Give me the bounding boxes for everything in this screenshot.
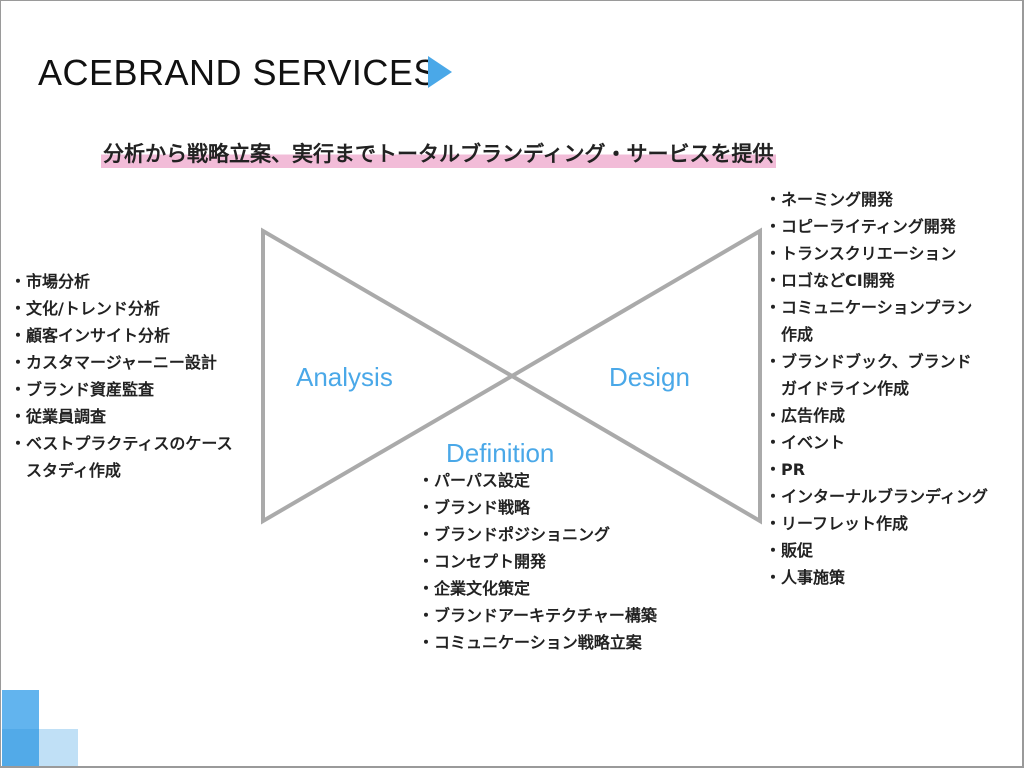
design-label: Design	[609, 362, 690, 392]
design-list-item: 販促	[765, 537, 988, 564]
design-list-item: 人事施策	[765, 564, 988, 591]
definition-list-item: ブランド戦略	[418, 494, 657, 521]
slide-subtitle: 分析から戦略立案、実行までトータルブランディング・サービスを提供	[101, 138, 776, 168]
definition-label: Definition	[446, 438, 555, 468]
design-list-item: ガイドライン作成	[781, 379, 910, 398]
analysis-list-item: ベストプラクティスのケース	[10, 430, 233, 457]
design-list-item: PR	[765, 456, 988, 483]
definition-list: パーパス設定ブランド戦略ブランドポジショニングコンセプト開発企業文化策定ブランド…	[418, 467, 657, 656]
slide-title: ACEBRAND SERVICES	[38, 52, 438, 93]
analysis-list: 市場分析文化/トレンド分析顧客インサイト分析カスタマージャーニー設計ブランド資産…	[10, 268, 233, 484]
analysis-list-item: 顧客インサイト分析	[10, 322, 233, 349]
definition-list-item: 企業文化策定	[418, 575, 657, 602]
decor-square-light	[39, 729, 78, 766]
decor-square-overlap	[2, 729, 39, 766]
design-list-item: 広告作成	[765, 402, 988, 429]
analysis-list-item: 市場分析	[10, 268, 233, 295]
analysis-list-item: カスタマージャーニー設計	[10, 349, 233, 376]
definition-list-item: ブランドアーキテクチャー構築	[418, 602, 657, 629]
definition-list-item: パーパス設定	[418, 467, 657, 494]
design-list-item: ロゴなどCI開発	[765, 267, 988, 294]
analysis-list-item: ブランド資産監査	[10, 376, 233, 403]
design-list-item: リーフレット作成	[765, 510, 988, 537]
bowtie-left-triangle	[261, 227, 516, 525]
analysis-list-item: スタディ作成	[26, 461, 121, 480]
definition-list-item: コミュニケーション戦略立案	[418, 629, 657, 656]
design-list-item: コピーライティング開発	[765, 213, 988, 240]
design-list-item: 作成	[781, 325, 814, 344]
design-list-item: インターナルブランディング	[765, 483, 988, 510]
analysis-label: Analysis	[296, 362, 393, 392]
design-list-item: コミュニケーションプラン	[765, 294, 988, 321]
design-list-item: トランスクリエーション	[765, 240, 988, 267]
bowtie-right-triangle	[508, 227, 762, 525]
design-list-item: イベント	[765, 429, 988, 456]
analysis-list-item: 文化/トレンド分析	[10, 295, 233, 322]
definition-list-item: コンセプト開発	[418, 548, 657, 575]
design-list: ネーミング開発コピーライティング開発トランスクリエーションロゴなどCI開発コミュ…	[765, 186, 988, 591]
design-list-item: ブランドブック、ブランド	[765, 348, 988, 375]
design-list-item: ネーミング開発	[765, 186, 988, 213]
analysis-list-item: 従業員調査	[10, 403, 233, 430]
definition-list-item: ブランドポジショニング	[418, 521, 657, 548]
play-arrow-icon	[428, 56, 452, 88]
